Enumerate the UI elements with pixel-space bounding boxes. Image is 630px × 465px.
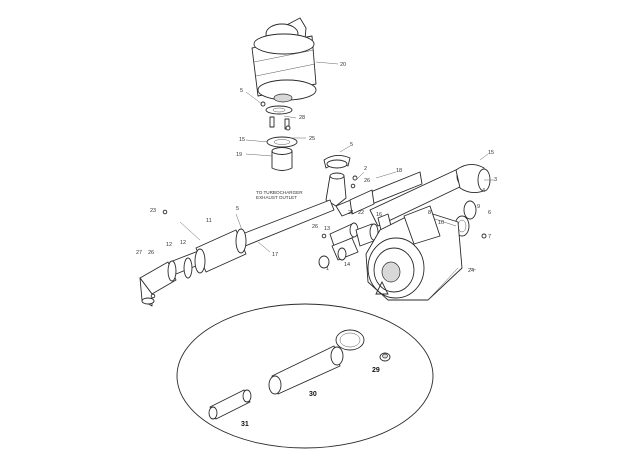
turbo-inlet-pipe [331, 237, 359, 261]
turbo-housing [365, 205, 463, 301]
callout-5-left: 5 [236, 206, 239, 212]
callout-1: 1 [326, 266, 329, 272]
callout-17: 17 [272, 252, 278, 258]
outlet-flange-stack [265, 105, 298, 171]
callout-11: 11 [206, 218, 212, 224]
callout-20: 20 [340, 62, 346, 68]
callout-labels: 20 5 28 15 25 19 5 2 26 18 15 3 4 9 6 8 … [136, 62, 497, 428]
callout-30: 30 [309, 391, 317, 398]
ring-detail [335, 329, 365, 351]
callout-15-right: 15 [488, 150, 494, 156]
callout-23: 23 [150, 208, 156, 214]
callout-6: 6 [488, 210, 491, 216]
callout-25: 25 [309, 136, 315, 142]
callout-5-mid: 5 [350, 142, 353, 148]
callout-5-top: 5 [240, 88, 243, 94]
turbo-clamps [318, 200, 477, 269]
callout-2: 2 [364, 166, 367, 172]
callout-4: 4 [482, 188, 485, 194]
callout-21: 21 [348, 210, 354, 216]
callout-24: 24 [468, 268, 474, 274]
callout-14: 14 [344, 262, 350, 268]
callout-8: 8 [428, 210, 431, 216]
sleeve-31 [208, 389, 252, 420]
callout-26-low: 26 [312, 224, 318, 230]
detail-callout-ellipse [176, 303, 434, 449]
callout-12-b: 12 [180, 240, 186, 246]
turbo-outlet-note: TO TURBOCHARGER EXHAUST OUTLET [256, 190, 303, 200]
callout-10: 10 [438, 220, 444, 226]
callout-26-mid: 26 [364, 178, 370, 184]
callout-18: 18 [396, 168, 402, 174]
callout-26-left: 26 [148, 250, 154, 256]
callout-9: 9 [477, 204, 480, 210]
y-pipe [325, 171, 423, 217]
detail-arrow [375, 280, 389, 295]
callout-15-top: 15 [239, 137, 245, 143]
note-line-1: TO TURBOCHARGER [256, 190, 303, 195]
callout-27: 27 [136, 250, 142, 256]
callout-16: 16 [376, 212, 382, 218]
callout-7: 7 [488, 234, 491, 240]
left-elbow [139, 257, 193, 307]
callout-3: 3 [494, 177, 497, 183]
callout-31: 31 [241, 421, 249, 428]
callout-12-a: 12 [166, 242, 172, 248]
callout-29: 29 [372, 367, 380, 374]
callout-13: 13 [324, 226, 330, 232]
callout-28: 28 [299, 115, 305, 121]
callout-19: 19 [236, 152, 242, 158]
leader-lines [179, 61, 494, 271]
note-line-2: EXHAUST OUTLET [256, 195, 297, 200]
callout-22: 22 [358, 210, 364, 216]
sleeve-30 [268, 345, 344, 395]
cap-29 [379, 352, 391, 362]
fasteners [150, 101, 487, 299]
muffler-assembly [251, 17, 317, 103]
clamp-upper [323, 155, 351, 169]
main-exhaust-pipe [169, 199, 335, 275]
